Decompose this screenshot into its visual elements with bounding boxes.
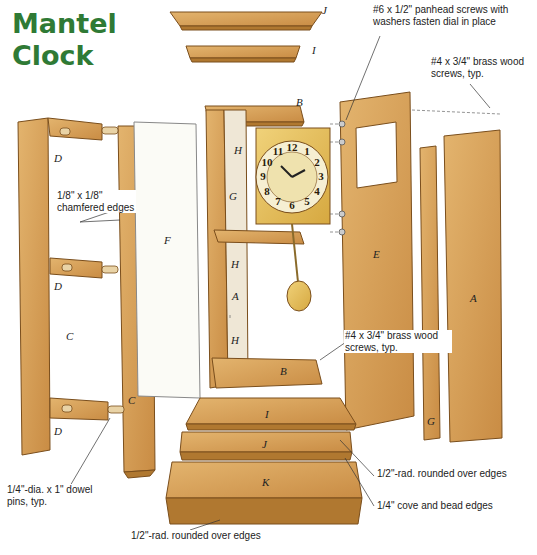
dial-number: 10: [259, 156, 275, 169]
dial-number: 2: [309, 156, 325, 169]
dial-number: 7: [270, 195, 286, 208]
part-letter: J: [322, 4, 327, 17]
part-letter: K: [262, 476, 269, 489]
diagram-title: Mantel Clock: [12, 8, 162, 73]
dial-number: 8: [259, 185, 275, 198]
part-letter: B: [296, 96, 303, 109]
callout-note: #4 x 3/4" brass wood screws, typ.: [430, 56, 532, 79]
part-letter: G: [427, 415, 435, 428]
part-letter: H: [231, 334, 239, 347]
dial-number: 4: [309, 185, 325, 198]
callout-note: 1/2"-rad. rounded over edges: [130, 530, 332, 542]
callout-note: 1/4"-dia. x 1" dowel pins, typ.: [6, 484, 108, 507]
part-letter: I: [312, 44, 316, 57]
callout-note: 1/8" x 1/8" chamfered edges: [56, 190, 136, 213]
part-letter: A: [470, 292, 477, 305]
part-letter: J: [262, 438, 267, 451]
dial-number: 3: [313, 170, 329, 183]
part-letter: A: [232, 290, 239, 303]
dial-number: 5: [299, 195, 315, 208]
part-letter: D: [54, 152, 62, 165]
part-letter: C: [66, 330, 73, 343]
part-letter: C: [128, 394, 135, 407]
part-letter: D: [54, 425, 62, 438]
dial-number: 11: [270, 145, 286, 158]
callout-note: 1/2"-rad. rounded over edges: [376, 468, 518, 480]
dial-number: 6: [284, 199, 300, 212]
dial-number: 9: [255, 170, 271, 183]
dial-number: 12: [284, 141, 300, 154]
part-letter: D: [54, 280, 62, 293]
part-letter: H: [234, 144, 242, 157]
dial-number: 1: [299, 145, 315, 158]
part-letter: F: [164, 234, 171, 247]
callout-note: #6 x 1/2" panhead screws with washers fa…: [372, 4, 526, 27]
part-letter: I: [265, 408, 269, 421]
part-letter: E: [373, 248, 380, 261]
part-letter: G: [229, 190, 237, 203]
callout-note: #4 x 3/4" brass wood screws, typ.: [344, 330, 452, 353]
part-letter: H: [231, 258, 239, 271]
callout-note: 1/4" cove and bead edges: [376, 500, 518, 512]
part-letter: B: [280, 365, 287, 378]
